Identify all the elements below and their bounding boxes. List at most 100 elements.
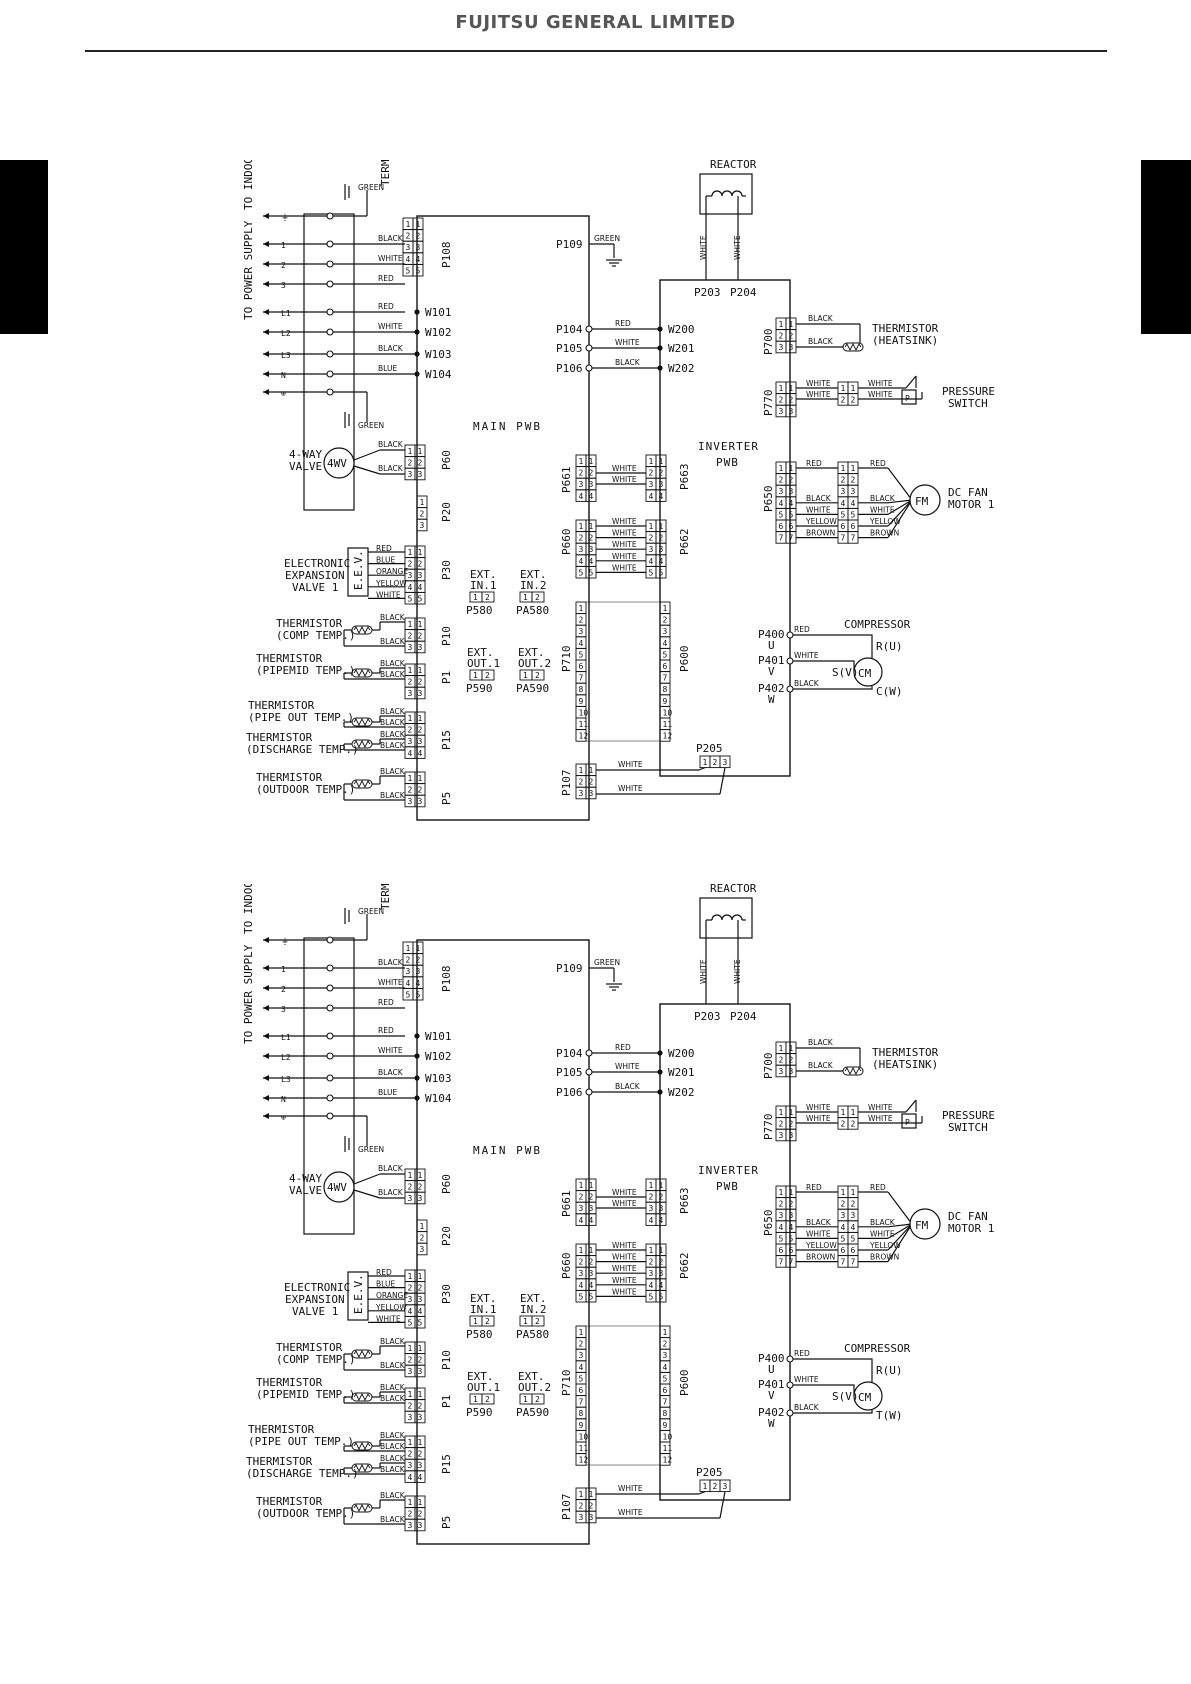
- connector-p660-pin-number: 2: [579, 1258, 584, 1267]
- ext-pin-number: 2: [535, 593, 540, 602]
- connector-p5-pin-number: 2: [408, 1510, 413, 1519]
- arrow-icon: [263, 371, 269, 377]
- connector-p700-pin-number: 3: [789, 1067, 794, 1076]
- wire-color-label: WHITE: [794, 651, 819, 660]
- thermistor-label: (OUTDOOR TEMP.): [256, 783, 355, 796]
- connector-p107-pin-number: 3: [589, 1513, 594, 1522]
- header-rule: [85, 50, 1107, 52]
- connector-p660-pin-number: 2: [589, 1258, 594, 1267]
- compressor-terminal-connector: P402: [758, 1406, 785, 1419]
- connector-p770-label: P770: [762, 1114, 775, 1141]
- connector-p1-pin-number: 2: [418, 1402, 423, 1411]
- ext-label: EXT.: [520, 1292, 547, 1305]
- compressor-phase-label: W: [768, 1417, 775, 1430]
- wire-color-label: BLACK: [380, 1337, 406, 1346]
- four-way-valve-label: 4-WAY: [289, 1172, 322, 1185]
- arrow-icon: [263, 965, 269, 971]
- connector-p30-pin-number: 1: [408, 548, 413, 557]
- connector-p30-pin-number: 4: [418, 583, 423, 592]
- connector-p660-pin-number: 5: [589, 568, 594, 577]
- connector-fan-pin-number: 6: [851, 522, 856, 531]
- connector-p15-pin-number: 1: [408, 1438, 413, 1447]
- connector-p15-pin-number: 4: [408, 749, 413, 758]
- eev-label: EXPANSION: [285, 1293, 345, 1306]
- connector-p663-pin-cell: [655, 1213, 667, 1226]
- terminal-screw: [326, 964, 334, 972]
- connector-p662-pin-cell: [655, 565, 667, 579]
- connector-p1-pin-number: 2: [408, 678, 413, 687]
- connector-pressure-switch-pin-number: 1: [841, 1108, 846, 1117]
- connector-p600-pin-number: 3: [663, 627, 668, 636]
- compressor-terminal-label: S(V): [832, 1390, 859, 1403]
- wire-color-label: WHITE: [733, 235, 742, 260]
- connector-p770-pin-number: 2: [779, 1120, 784, 1129]
- four-way-valve-label: 4-WAY: [289, 448, 322, 461]
- connector-p15-pin-cell: [414, 1470, 426, 1483]
- connector-p662-pin-number: 4: [659, 557, 664, 566]
- fan-motor-symbol: FM: [915, 495, 929, 508]
- wire-color-label: BLACK: [380, 1515, 406, 1524]
- connector-terminal: [585, 344, 593, 352]
- connector-p663-pin-number: 3: [649, 1204, 654, 1213]
- connector-p30-pin-number: 1: [418, 1272, 423, 1281]
- ext-connector-label: PA580: [516, 604, 549, 617]
- connector-p663-pin-number: 2: [659, 469, 664, 478]
- four-way-valve-coil: [323, 447, 355, 479]
- ext-pin-number: 2: [485, 593, 490, 602]
- ext-connector-pin: [531, 1393, 545, 1405]
- connector-p600-pin-number: 8: [663, 685, 668, 694]
- wire-color-label: BLACK: [380, 730, 406, 739]
- connector-label: P105: [556, 1066, 583, 1079]
- connector-p700-pin-number: 2: [789, 1056, 794, 1065]
- compressor-terminal-label: R(U): [876, 1364, 903, 1377]
- wire-color-label: BLUE: [376, 1280, 395, 1289]
- thermistor-label: (COMP TEMP.): [276, 1353, 355, 1366]
- connector-p5-pin-number: 3: [408, 1521, 413, 1530]
- connector-p600-pin-number: 4: [663, 1363, 668, 1372]
- connector-p650-pin-number: 1: [779, 1188, 784, 1197]
- connector-p204-label: P204: [730, 286, 757, 299]
- connector-p1-pin-cell: [414, 686, 426, 700]
- wire-color-label: WHITE: [806, 505, 831, 514]
- wire-color-label: WHITE: [376, 1314, 401, 1323]
- connector-p710-pin-number: 9: [579, 697, 584, 706]
- fan-wire: [887, 1223, 913, 1239]
- connector-p20-label: P20: [440, 1226, 453, 1246]
- terminal-screw: [326, 1032, 334, 1040]
- wire-color-label: WHITE: [868, 1114, 893, 1123]
- wire-color-label: BLACK: [380, 1383, 406, 1392]
- wire-color-label: BLACK: [378, 958, 404, 967]
- connector-p1-label: P1: [440, 671, 453, 684]
- connector-p650-pin-number: 5: [789, 510, 794, 519]
- connector-fan-pin-number: 3: [851, 1211, 856, 1220]
- wire-color-label: BLACK: [380, 670, 406, 679]
- ext-pin-number: 2: [485, 671, 490, 680]
- connector-p15-pin-number: 2: [418, 1450, 423, 1459]
- connector-p770-pin-number: 2: [789, 1120, 794, 1129]
- ext-connector-pin: [531, 591, 545, 603]
- connector-pressure-switch-pin-number: 1: [841, 384, 846, 393]
- page-edge-tab-left: [0, 160, 48, 334]
- pressure-switch-label: PRESSURE: [942, 385, 995, 398]
- ext-connector-pin: [481, 1315, 495, 1327]
- four-way-valve-symbol: 4WV: [327, 1181, 347, 1194]
- connector-p30-pin-cell: [414, 591, 426, 605]
- ext-pin-number: 1: [473, 1395, 478, 1404]
- wire-color-label: WHITE: [612, 464, 637, 473]
- connector-p107-pin-number: 3: [589, 789, 594, 798]
- terminal-screw: [326, 936, 334, 944]
- connector-terminal: [585, 1068, 593, 1076]
- ext-connector-label: P590: [466, 682, 493, 695]
- connector-p663-pin-number: 1: [659, 457, 664, 466]
- connector-p1-pin-number: 1: [418, 666, 423, 675]
- arrow-icon: [263, 351, 269, 357]
- junction-label: W102: [425, 326, 452, 339]
- connector-p661-pin-number: 1: [589, 457, 594, 466]
- connector-fan-pin-number: 6: [841, 1246, 846, 1255]
- connector-p770-pin-number: 1: [789, 384, 794, 393]
- four-way-valve-label: VALVE: [289, 1184, 322, 1197]
- connector-p600-label: P600: [678, 1370, 691, 1397]
- wire-color-label: BLACK: [870, 1218, 896, 1227]
- junction-dot: [414, 371, 420, 377]
